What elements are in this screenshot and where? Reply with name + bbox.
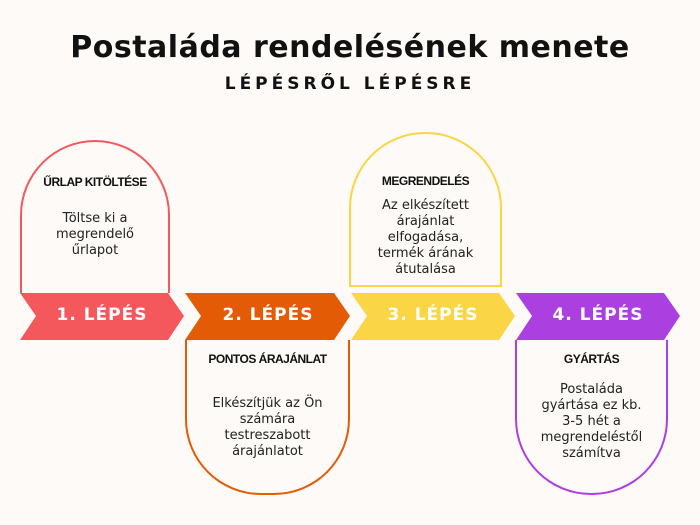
step-2-arrow <box>185 293 350 340</box>
page-subtitle: LÉPÉSRŐL LÉPÉSRE <box>224 74 476 94</box>
step-1-arrow <box>20 293 184 340</box>
step-4-arrow <box>516 293 680 340</box>
step-1-text: Töltse ki a megrendelő űrlapot <box>55 211 135 258</box>
step-3-text: Az elkészített árajánlat elfogadása, ter… <box>377 198 474 277</box>
step-3-title: MEGRENDELÉS <box>381 174 470 188</box>
step-4-label: 4. LÉPÉS <box>552 305 644 325</box>
step-2-title: PONTOS ÁRAJÁNLAT <box>208 352 327 366</box>
step-3-arrow <box>351 293 515 340</box>
step-4-card: GYÁRTÁS Postaláda gyártása ez kb. 3-5 hé… <box>515 340 668 495</box>
step-2-text: Elkészítjük az Ön számára testreszabott … <box>212 396 323 459</box>
step-1-label: 1. LÉPÉS <box>56 305 148 325</box>
page-title: Postaláda rendelésének menete <box>70 30 630 65</box>
step-1-card: ŰRLAP KITÖLTÉSE Töltse ki a megrendelő ű… <box>20 140 170 293</box>
step-4-title: GYÁRTÁS <box>563 352 620 366</box>
step-2-label: 2. LÉPÉS <box>222 305 314 325</box>
step-3-label: 3. LÉPÉS <box>387 305 479 325</box>
step-4-text: Postaláda gyártása ez kb. 3-5 hét a megr… <box>540 382 643 461</box>
step-1-title: ŰRLAP KITÖLTÉSE <box>43 175 147 189</box>
step-2-card: PONTOS ÁRAJÁNLAT Elkészítjük az Ön számá… <box>185 340 350 495</box>
step-3-card: MEGRENDELÉS Az elkészített árajánlat elf… <box>349 132 502 287</box>
